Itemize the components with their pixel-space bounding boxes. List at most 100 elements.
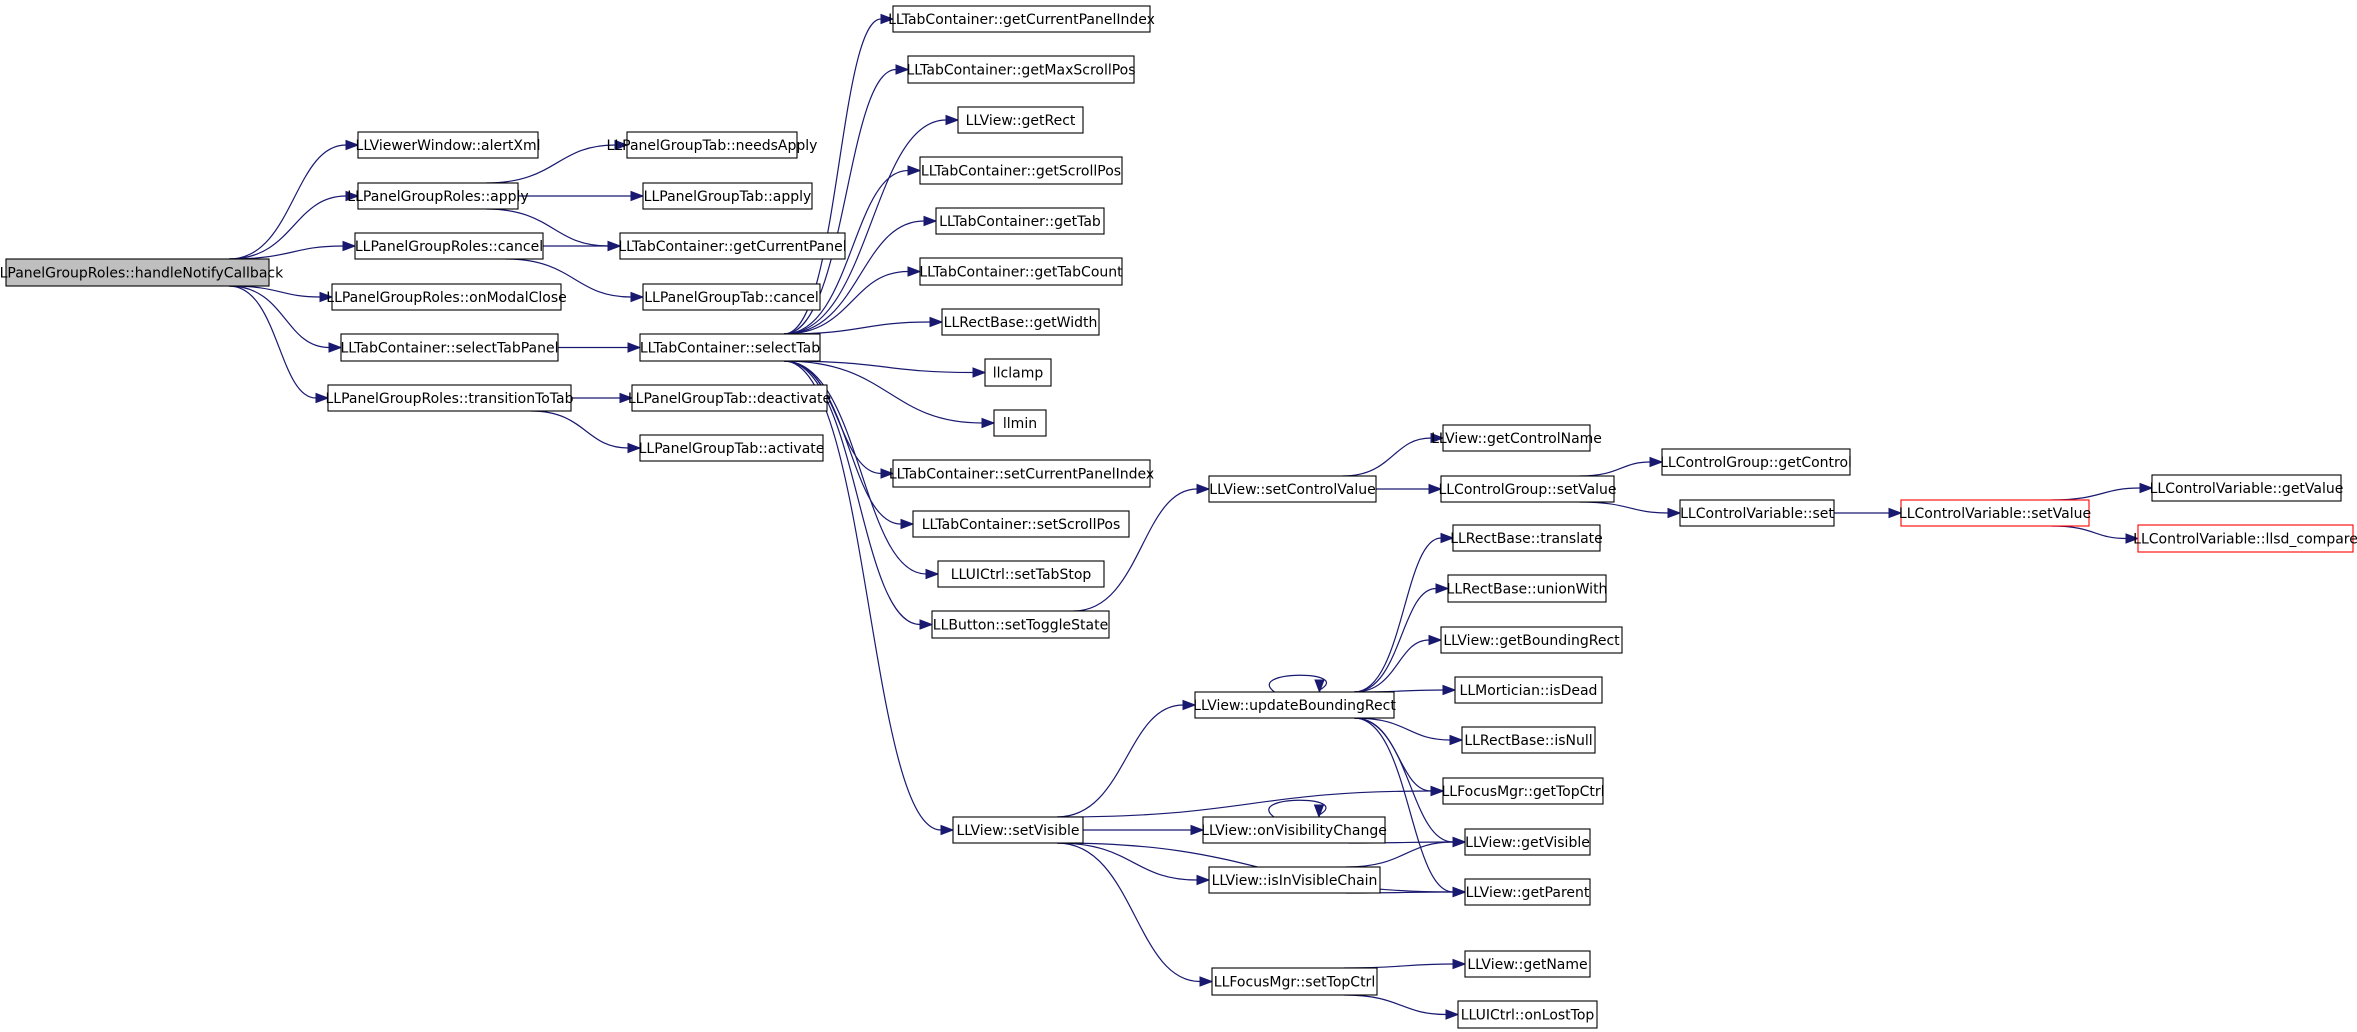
node-label: llmin — [1003, 416, 1037, 432]
edge-line — [1073, 488, 1198, 612]
node-box — [1461, 726, 1596, 754]
node-setTopCtrl[interactable]: LLFocusMgr::setTopCtrl — [1211, 967, 1378, 996]
node-setCurrentPanelIndex[interactable]: LLTabContainer::setCurrentPanelIndex — [889, 459, 1154, 488]
edge-line — [1268, 799, 1327, 818]
node-setTabStop[interactable]: LLUICtrl::setTabStop — [937, 560, 1105, 588]
arrowhead — [1196, 483, 1211, 495]
arrowhead — [940, 824, 955, 836]
node-isDead[interactable]: LLMortician::isDead — [1454, 676, 1603, 704]
node-box — [357, 131, 539, 159]
arrowhead — [1452, 958, 1467, 970]
node-cg_setValue[interactable]: LLControlGroup::setValue — [1438, 475, 1617, 503]
node-label: LLUICtrl::onLostTop — [1461, 1008, 1595, 1024]
node-getTopCtrl[interactable]: LLFocusMgr::getTopCtrl — [1441, 777, 1605, 805]
edge-cv_setValue-to-cv_getValue — [2051, 482, 2154, 501]
node-deactivate[interactable]: LLPanelGroupTab::deactivate — [628, 384, 831, 412]
node-activate[interactable]: LLPanelGroupTab::activate — [639, 434, 825, 462]
node-onVisibilityChange[interactable]: LLView::onVisibilityChange — [1201, 816, 1387, 844]
node-llsd_compare[interactable]: LLControlVariable::llsd_compare — [2133, 524, 2357, 553]
arrowhead — [630, 190, 645, 202]
node-onModalClose[interactable]: LLPanelGroupRoles::onModalClose — [326, 283, 567, 311]
edge-setControlValue-to-cg_setValue — [1376, 483, 1443, 495]
node-getVisible[interactable]: LLView::getVisible — [1464, 828, 1591, 856]
node-getTab[interactable]: LLTabContainer::getTab — [935, 207, 1105, 235]
arrowhead — [627, 442, 642, 454]
node-isNull[interactable]: LLRectBase::isNull — [1461, 726, 1596, 754]
node-getWidth[interactable]: LLRectBase::getWidth — [941, 308, 1100, 336]
arrowhead — [328, 342, 343, 353]
node-box — [1464, 950, 1591, 978]
edge-setVisible-to-onVisibilityChange — [1083, 824, 1205, 836]
node-unionWith[interactable]: LLRectBase::unionWith — [1447, 574, 1608, 603]
node-getRect[interactable]: LLView::getRect — [957, 106, 1084, 134]
node-tab_cancel[interactable]: LLPanelGroupTab::cancel — [642, 283, 821, 311]
node-cv_set[interactable]: LLControlVariable::set — [1679, 499, 1835, 527]
node-updateBoundingRect[interactable]: LLView::updateBoundingRect — [1193, 691, 1396, 719]
node-getName[interactable]: LLView::getName — [1464, 950, 1591, 978]
arrowhead — [1649, 456, 1664, 468]
node-box — [1447, 574, 1607, 603]
node-selectTabPanel[interactable]: LLTabContainer::selectTabPanel — [340, 333, 559, 362]
edge-cg_setValue-to-cv_set — [1579, 501, 1682, 519]
node-box — [5, 258, 270, 287]
node-box — [993, 409, 1047, 437]
node-roles_apply[interactable]: LLPanelGroupRoles::apply — [347, 182, 529, 210]
node-setControlValue[interactable]: LLView::setControlValue — [1208, 475, 1377, 503]
node-getControl[interactable]: LLControlGroup::getControl — [1660, 448, 1852, 476]
node-needsApply[interactable]: LLPanelGroupTab::needsApply — [607, 131, 818, 159]
edge-selectTab-to-getRect — [783, 114, 960, 335]
node-transitionToTab[interactable]: LLPanelGroupRoles::transitionToTab — [325, 384, 574, 412]
node-translate[interactable]: LLRectBase::translate — [1450, 524, 1603, 552]
node-getTabCount[interactable]: LLTabContainer::getTabCount — [919, 257, 1123, 286]
node-box — [1440, 626, 1623, 654]
node-box — [1900, 499, 2090, 527]
node-box — [892, 5, 1151, 33]
arrowhead — [1196, 874, 1211, 886]
node-label: LLRectBase::translate — [1450, 531, 1603, 547]
edge-line — [228, 144, 347, 260]
node-getCurrentPanelIndex[interactable]: LLTabContainer::getCurrentPanelIndex — [888, 5, 1155, 33]
node-cv_getValue[interactable]: LLControlVariable::getValue — [2150, 474, 2344, 502]
arrowhead — [919, 619, 934, 630]
edge-setToggleState-to-setControlValue — [1073, 483, 1211, 612]
edge-line — [530, 410, 629, 449]
node-selectTab[interactable]: LLTabContainer::selectTab — [639, 333, 821, 362]
edge-cv_setValue-to-llsd_compare — [2051, 525, 2140, 544]
edge-line — [1354, 639, 1430, 693]
node-setScrollPos[interactable]: LLTabContainer::setScrollPos — [912, 510, 1130, 538]
node-label: LLRectBase::unionWith — [1447, 582, 1608, 598]
arrowhead — [1442, 684, 1457, 696]
node-label: LLButton::setToggleState — [933, 618, 1108, 634]
node-alertXml[interactable]: LLViewerWindow::alertXml — [356, 131, 541, 159]
node-llclamp[interactable]: llclamp — [984, 358, 1052, 387]
node-tab_apply[interactable]: LLPanelGroupTab::apply — [642, 182, 813, 210]
node-getBoundingRect[interactable]: LLView::getBoundingRect — [1440, 626, 1623, 654]
arrowhead — [880, 13, 895, 25]
node-label: LLControlGroup::setValue — [1438, 482, 1616, 498]
node-setToggleState[interactable]: LLButton::setToggleState — [931, 610, 1110, 639]
node-getCurrentPanel[interactable]: LLTabContainer::getCurrentPanel — [618, 232, 847, 260]
edge-line — [783, 119, 947, 335]
arrowhead — [1449, 734, 1464, 746]
edge-line — [505, 258, 632, 298]
node-onLostTop[interactable]: LLUICtrl::onLostTop — [1457, 1000, 1598, 1029]
node-box — [941, 308, 1100, 336]
node-label: LLFocusMgr::getTopCtrl — [1441, 784, 1604, 800]
edge-line — [1056, 704, 1184, 818]
edge-roles_cancel-to-tab_cancel — [505, 258, 645, 303]
node-label: LLTabContainer::setCurrentPanelIndex — [889, 467, 1154, 483]
node-isInVisibleChain[interactable]: LLView::isInVisibleChain — [1208, 866, 1381, 894]
arrowhead — [607, 240, 622, 252]
node-getControlName[interactable]: LLView::getControlName — [1431, 424, 1602, 452]
node-setVisible[interactable]: LLView::setVisible — [952, 816, 1084, 844]
node-getMaxScrollPos[interactable]: LLTabContainer::getMaxScrollPos — [906, 55, 1136, 84]
node-getScrollPos[interactable]: LLTabContainer::getScrollPos — [919, 156, 1123, 185]
node-cv_setValue[interactable]: LLControlVariable::setValue — [1899, 499, 2091, 527]
node-llmin[interactable]: llmin — [993, 409, 1047, 437]
node-roles_cancel[interactable]: LLPanelGroupRoles::cancel — [354, 232, 544, 260]
edge-onVisibilityChange-to-onVisibilityChange — [1268, 799, 1327, 819]
node-root[interactable]: LLPanelGroupRoles::handleNotifyCallback — [0, 258, 284, 287]
arrowhead — [1428, 483, 1443, 495]
node-getParent[interactable]: LLView::getParent — [1464, 878, 1591, 906]
node-box — [331, 283, 562, 311]
